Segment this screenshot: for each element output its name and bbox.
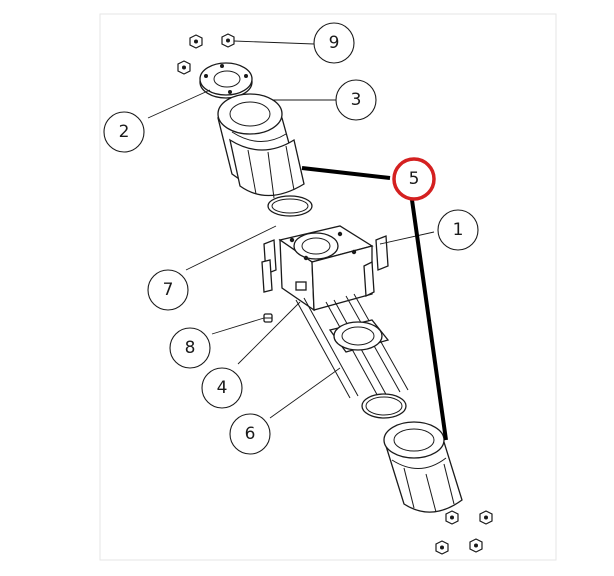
callout-1-label: 1 [453, 220, 464, 240]
callout-6: 6 [229, 413, 271, 455]
leader-4 [237, 301, 301, 365]
nut-bottom-3 [435, 540, 449, 555]
callout-3: 3 [335, 79, 377, 121]
callout-8-label: 8 [185, 338, 196, 358]
leader-2 [147, 89, 211, 119]
o-ring-lower [361, 393, 407, 419]
nut-bottom-4 [469, 538, 483, 553]
callout-5: 5 [392, 157, 436, 201]
callout-6-label: 6 [245, 424, 256, 444]
lower-housing [383, 421, 463, 513]
flange-plate [199, 62, 253, 99]
nut-bottom-2 [479, 510, 493, 525]
leader-1 [379, 231, 435, 245]
nut-top-2 [221, 33, 235, 48]
leader-6 [269, 367, 341, 419]
leader-8 [211, 317, 265, 335]
callout-7: 7 [147, 269, 189, 311]
callout-3-label: 3 [351, 90, 362, 110]
nut-top-3 [177, 60, 191, 75]
link-line-upper [301, 166, 391, 180]
link-line-lower [410, 199, 448, 441]
page-border [99, 13, 557, 561]
middle-ring [328, 319, 390, 353]
callout-1: 1 [437, 209, 479, 251]
callout-9: 9 [313, 22, 355, 64]
nut-top-1 [189, 34, 203, 49]
nut-bottom-1 [445, 510, 459, 525]
o-ring-upper [267, 195, 313, 217]
callout-9-label: 9 [329, 33, 340, 53]
leader-9 [233, 40, 315, 45]
callout-4-label: 4 [217, 378, 228, 398]
callout-2-label: 2 [119, 122, 130, 142]
main-block [261, 225, 389, 312]
callout-4: 4 [201, 367, 243, 409]
upper-housing [217, 93, 305, 199]
callout-7-label: 7 [163, 280, 174, 300]
callout-2: 2 [103, 111, 145, 153]
callout-5-label: 5 [409, 169, 420, 189]
leader-7 [185, 225, 277, 271]
set-screw [263, 313, 273, 323]
callout-8: 8 [169, 327, 211, 369]
